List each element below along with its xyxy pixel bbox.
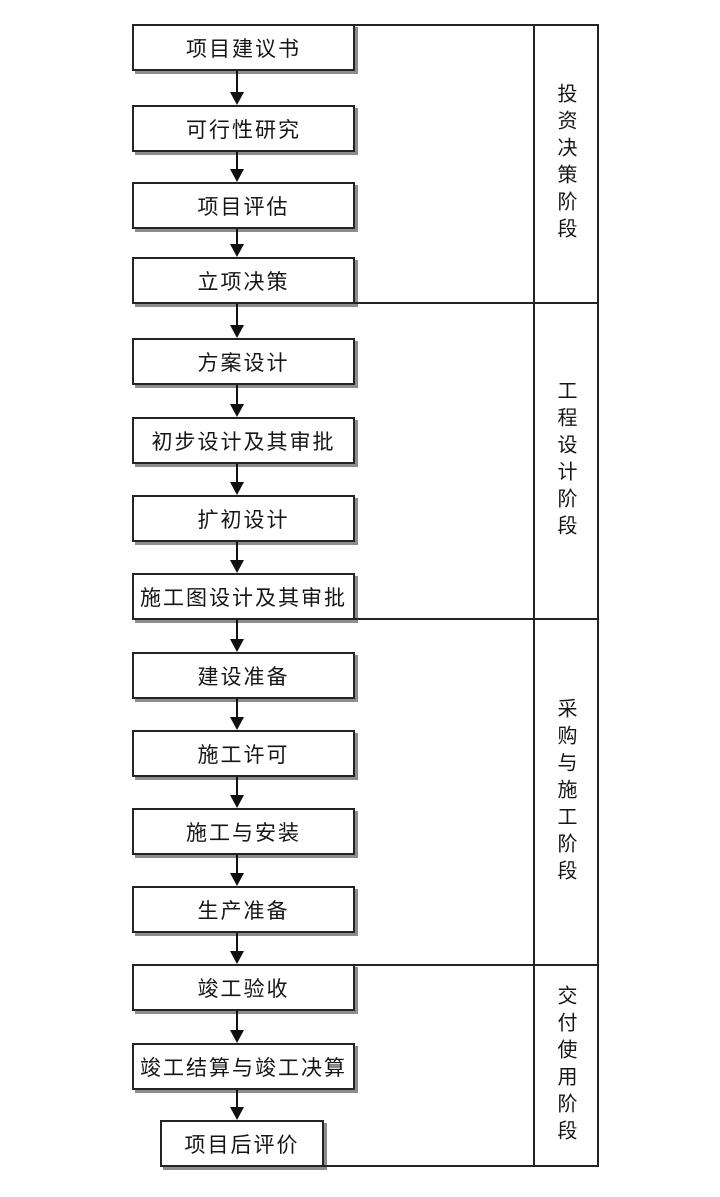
- phase-label-text: 投资决策阶段: [554, 83, 578, 245]
- flow-arrow-down-icon: [230, 542, 244, 573]
- flow-arrow-down-icon: [230, 1011, 244, 1043]
- phase-label: 工程设计阶段: [535, 304, 597, 618]
- flow-arrow-down-icon: [230, 385, 244, 417]
- flow-arrow-down-icon: [230, 933, 244, 964]
- phase-label-text: 工程设计阶段: [554, 380, 578, 542]
- phase-label: 交付使用阶段: [535, 966, 597, 1165]
- flow-step-box: 施工与安装: [132, 808, 355, 855]
- flow-arrow-down-icon: [230, 229, 244, 257]
- phase-divider-rule: [353, 618, 599, 620]
- flow-arrow-down-icon: [230, 152, 244, 182]
- flow-arrow-down-icon: [230, 855, 244, 886]
- flow-step-box: 项目评估: [132, 182, 355, 229]
- flow-step-box: 初步设计及其审批: [132, 417, 355, 464]
- phase-label: 投资决策阶段: [535, 26, 597, 302]
- phase-divider-rule: [345, 964, 599, 966]
- phase-band-bottom-rule: [322, 1165, 599, 1167]
- phase-divider-rule: [353, 302, 599, 304]
- flow-step-box: 施工图设计及其审批: [132, 573, 355, 620]
- flow-arrow-down-icon: [230, 464, 244, 495]
- phase-band-top-rule: [353, 24, 599, 26]
- phase-band-right-rule: [597, 24, 599, 1167]
- flow-arrow-down-icon: [230, 304, 244, 338]
- flow-step-box: 建设准备: [132, 652, 355, 699]
- flow-step-box: 可行性研究: [132, 105, 355, 152]
- flow-arrow-down-icon: [230, 71, 244, 105]
- phase-label: 采购与施工阶段: [535, 620, 597, 964]
- flow-step-box: 竣工验收: [132, 964, 355, 1011]
- phase-label-text: 交付使用阶段: [554, 984, 578, 1147]
- flow-step-box: 竣工结算与竣工决算: [132, 1043, 355, 1090]
- flow-step-box: 方案设计: [132, 338, 355, 385]
- phase-label-text: 采购与施工阶段: [554, 697, 578, 887]
- flow-step-box: 立项决策: [132, 257, 355, 304]
- flow-step-box: 施工许可: [132, 730, 355, 777]
- flow-arrow-down-icon: [230, 1090, 244, 1120]
- flow-step-box: 项目建议书: [132, 24, 355, 71]
- phase-band-left-rule: [533, 24, 535, 1167]
- flow-arrow-down-icon: [230, 620, 244, 652]
- flow-step-box: 扩初设计: [132, 495, 355, 542]
- flow-step-box: 项目后评价: [160, 1120, 324, 1167]
- flow-step-box: 生产准备: [132, 886, 355, 933]
- flow-arrow-down-icon: [230, 699, 244, 730]
- flow-arrow-down-icon: [230, 777, 244, 808]
